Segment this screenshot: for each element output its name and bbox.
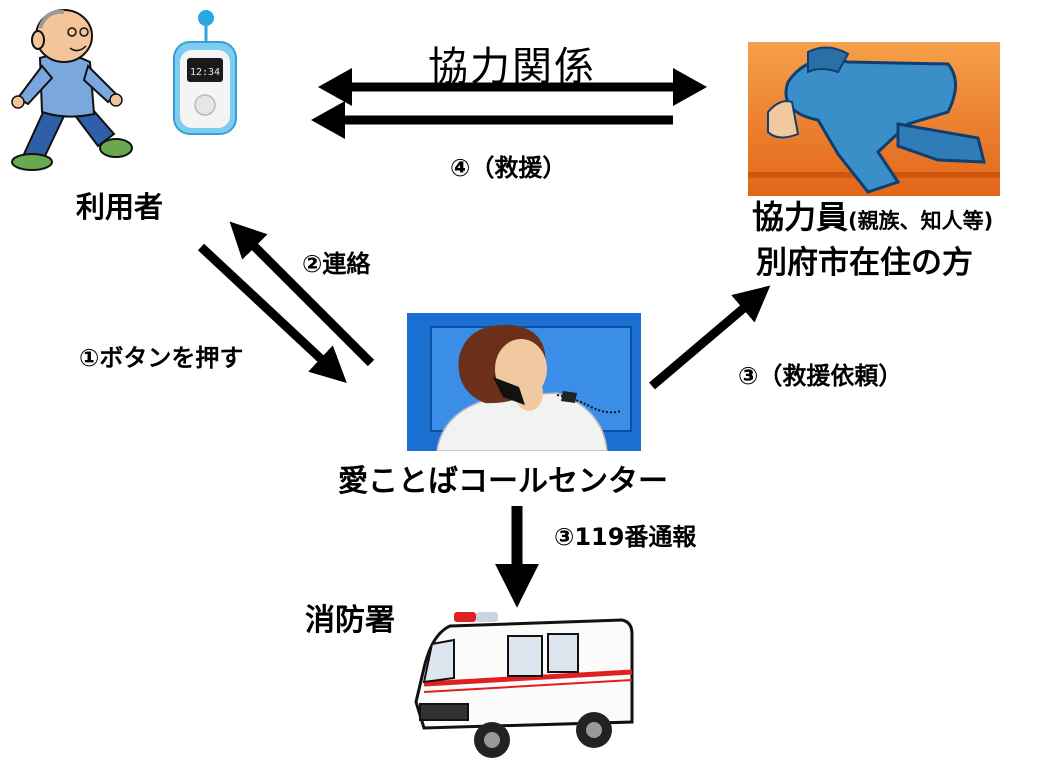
cooperator-heading: 協力員(親族、知人等) [752,192,993,238]
cooperation-label: 協力関係 [428,44,596,90]
device-time: 12:34 [190,67,220,78]
user-label: 利用者 [76,190,164,224]
cooperator-residence-label: 別府市在住の方 [756,245,973,281]
fire-station-label: 消防署 [305,603,395,638]
call-center-operator-illustration [407,313,641,451]
contact-label: ②連絡 [302,250,371,278]
press-button-arrow [197,243,347,384]
cooperator-note-label: (親族、知人等) [848,209,994,233]
cooperator-runner-illustration [748,42,1000,196]
rescue-arrow [311,101,673,139]
elderly-user-illustration [11,9,133,171]
call-center-label: 愛ことばコールセンター [338,464,668,499]
press-button-label: ①ボタンを押す [79,344,244,372]
emergency-pendant-device: 12:34 [173,10,237,135]
cooperator-main-label: 協力員 [752,198,849,236]
cooperation-double-arrow [318,68,707,106]
emergency-call-label: ③119番通報 [554,523,697,551]
rescue-return-label: ④（救援） [450,154,567,182]
rescue-request-label: ③（救援依頼） [738,362,903,390]
rescue-request-arrow [649,285,771,390]
contact-arrow [229,221,375,367]
ambulance-illustration [414,612,634,758]
